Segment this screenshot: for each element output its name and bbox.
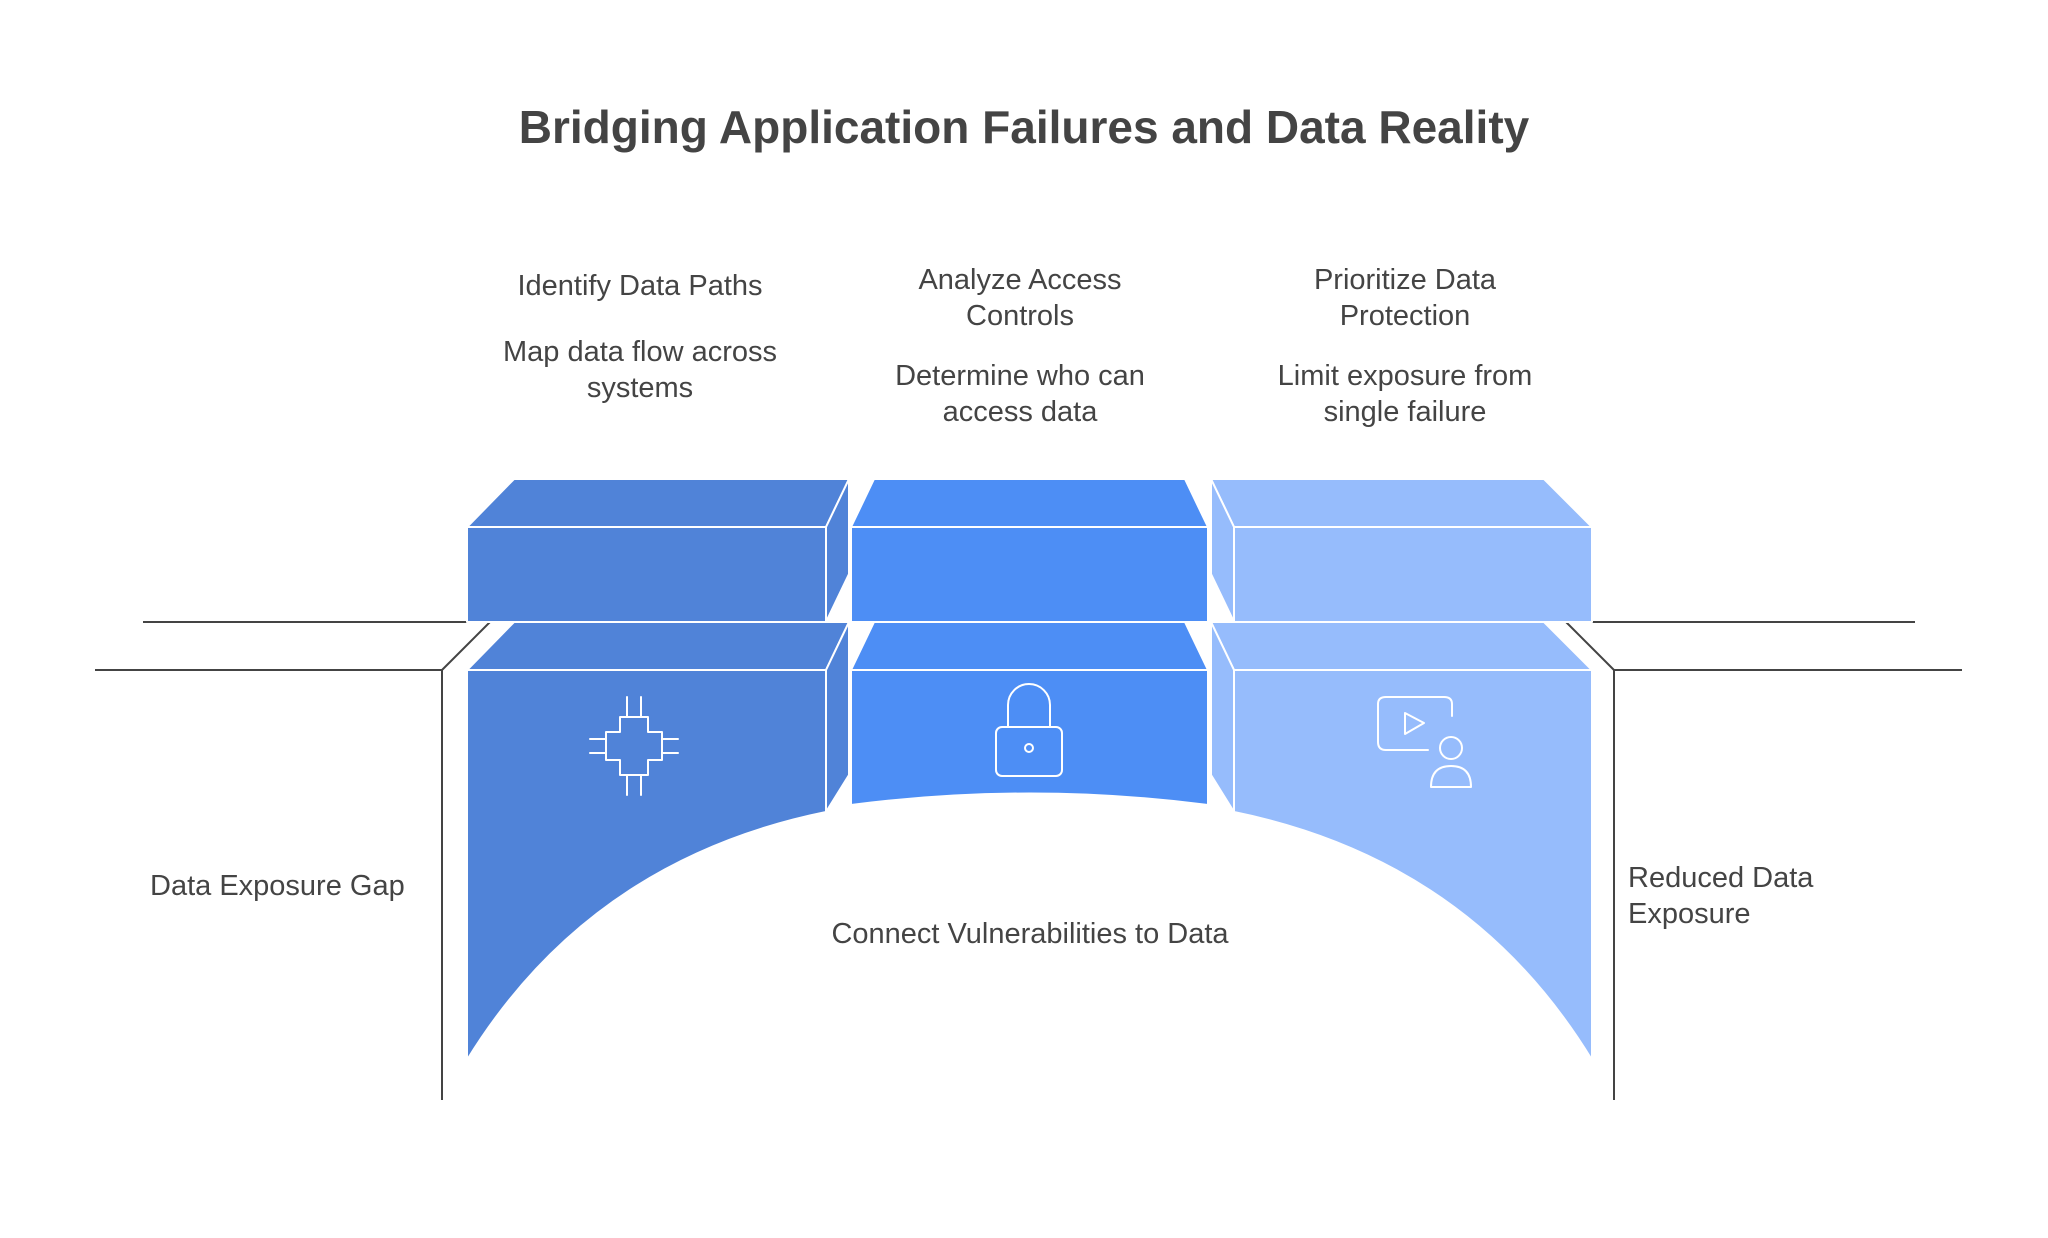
padlock-icon xyxy=(995,683,1063,777)
block-1-front-face xyxy=(466,526,827,623)
block-3-lower-side xyxy=(1210,621,1235,813)
block-3-top-face xyxy=(1210,478,1593,528)
block-3 xyxy=(1210,478,1593,1061)
right-cliff xyxy=(1613,669,1962,1100)
block-1-lower-front xyxy=(466,669,827,1061)
block-2-lower-top xyxy=(850,621,1209,671)
diagram-title: Bridging Application Failures and Data R… xyxy=(518,101,1530,153)
block-1-top-face xyxy=(466,478,850,528)
step-2-description: Determine who can access data xyxy=(895,360,1145,428)
block-3-lower-top xyxy=(1210,621,1593,671)
block-2-top-face xyxy=(850,478,1209,528)
block-2-lower-front xyxy=(850,669,1209,806)
center-arch-label: Connect Vulnerabilities to Data xyxy=(831,918,1229,950)
block-1 xyxy=(466,478,850,1061)
left-connector xyxy=(441,621,491,671)
right-connector xyxy=(1565,621,1615,671)
step-1-description: Map data flow across systems xyxy=(502,336,777,404)
block-3-lower-front xyxy=(1233,669,1593,1061)
video-user-icon xyxy=(1377,696,1472,788)
block-1-lower-top xyxy=(466,621,850,671)
ground-lines xyxy=(95,621,1962,1100)
step-2-title: Analyze Access Controls xyxy=(918,264,1122,332)
left-gap-label: Data Exposure Gap xyxy=(150,870,405,902)
right-gap-label: Reduced Data Exposure xyxy=(1628,862,1814,930)
block-2-front-face xyxy=(850,526,1209,623)
circuit-chip-icon xyxy=(589,696,679,796)
step-3-title: Prioritize Data Protection xyxy=(1313,264,1497,332)
step-3-description: Limit exposure from single failure xyxy=(1277,360,1533,428)
left-cliff xyxy=(95,669,443,1100)
step-1-title: Identify Data Paths xyxy=(517,270,763,302)
block-2 xyxy=(850,478,1209,806)
block-1-lower-side xyxy=(825,621,850,813)
block-3-front-face xyxy=(1233,526,1593,623)
block-1-side-face xyxy=(825,478,850,623)
